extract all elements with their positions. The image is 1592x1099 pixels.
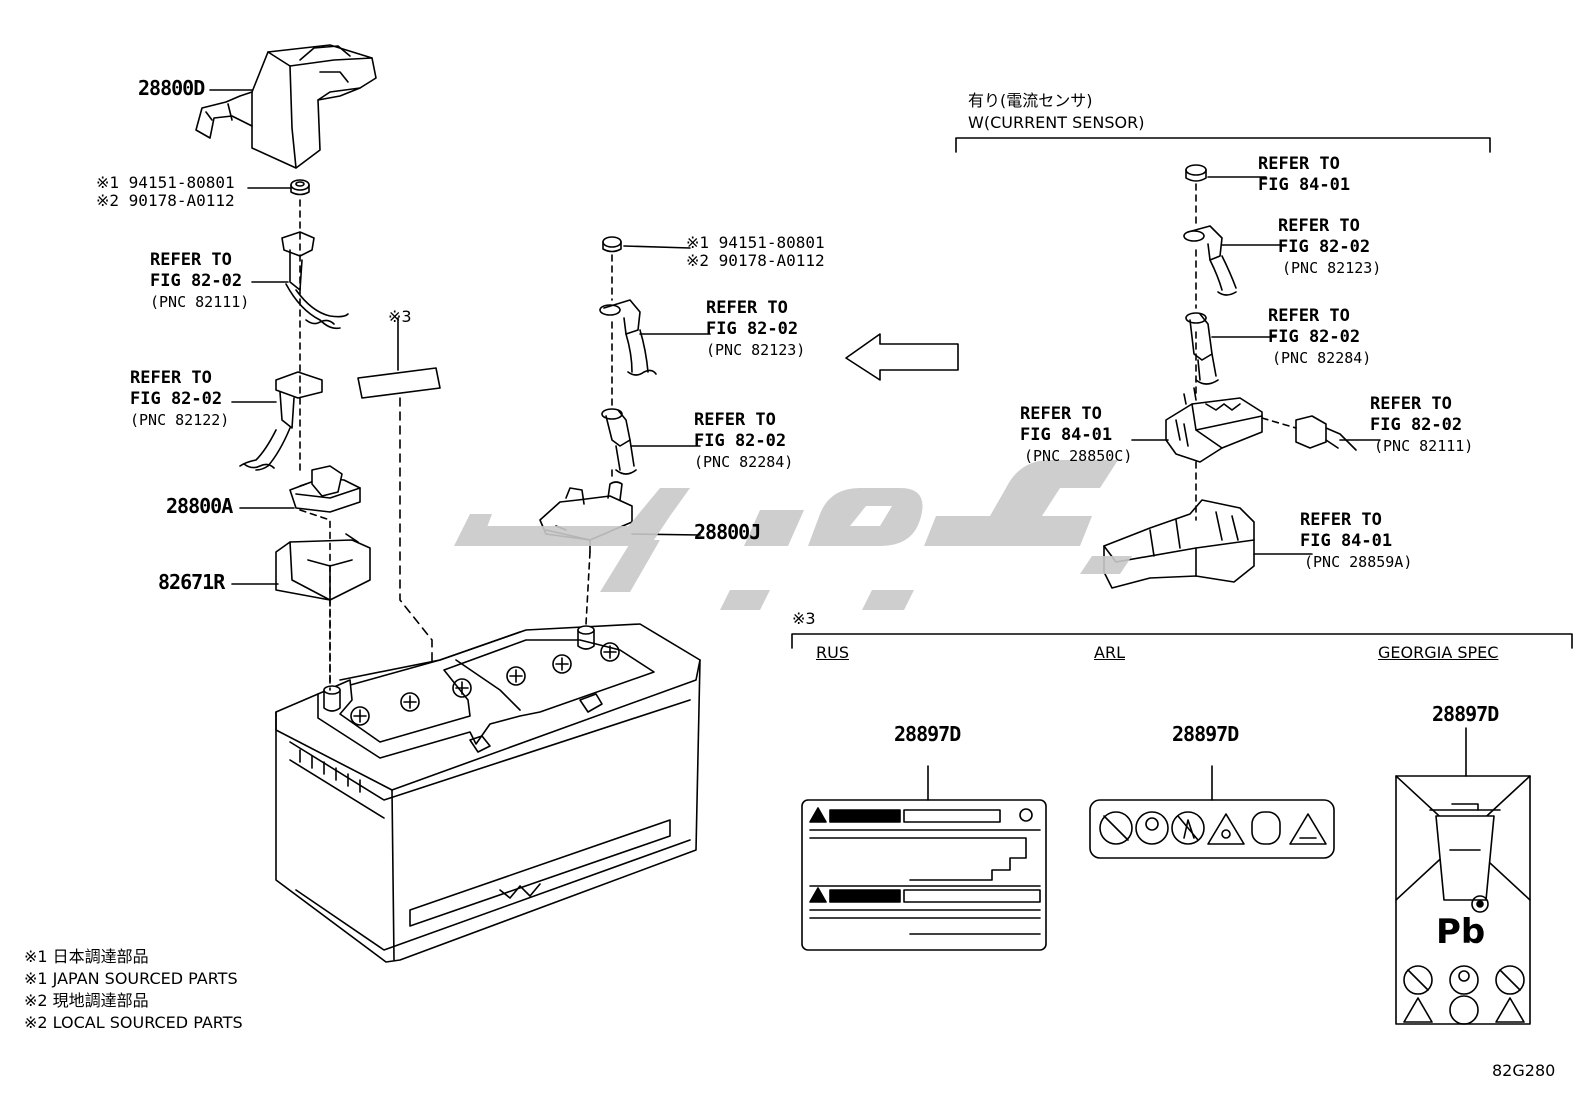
note-1-en: ※1 JAPAN SOURCED PARTS xyxy=(24,969,238,988)
nut-left-part2: ※2 90178-A0112 xyxy=(96,191,235,210)
pb-symbol: Pb xyxy=(1436,912,1486,952)
sensor-header-jp: 有り(電流センサ) xyxy=(968,91,1093,110)
nut-mid-part2: ※2 90178-A0112 xyxy=(686,251,825,270)
terminal-cover-28800D xyxy=(195,44,377,169)
watermark-logo xyxy=(454,460,1132,610)
nut-middle xyxy=(602,236,622,253)
part-28897D-arl: 28897D xyxy=(1172,722,1239,746)
note-2-en: ※2 LOCAL SOURCED PARTS xyxy=(24,1013,243,1032)
ref-right-82123-l2: FIG 82-02 xyxy=(1278,237,1371,257)
ref-right-82123-l3: (PNC 82123) xyxy=(1282,259,1382,277)
cover-82671R xyxy=(275,533,371,601)
ref-left-82111-l2: FIG 82-02 xyxy=(150,271,243,291)
ref-left-82122-l3: (PNC 82122) xyxy=(130,411,230,429)
ref-mid-82123-l1: REFER TO xyxy=(706,298,788,318)
part-28800J: 28800J xyxy=(694,520,761,544)
diagram-id: 82G280 xyxy=(1492,1061,1556,1080)
terminal-28800A xyxy=(289,465,361,513)
ref-right-84-l1: REFER TO xyxy=(1258,154,1340,174)
nut-mid-part1: ※1 94151-80801 xyxy=(686,233,825,252)
note-2-jp: ※2 現地調達部品 xyxy=(24,991,149,1010)
part-28897D-rus: 28897D xyxy=(894,722,961,746)
sensor-header-en: W(CURRENT SENSOR) xyxy=(968,113,1145,132)
ref-right-82284-l2: FIG 82-02 xyxy=(1268,327,1361,347)
part-28897D-georgia: 28897D xyxy=(1432,702,1499,726)
ref-right-82111-l1: REFER TO xyxy=(1370,394,1452,414)
terminal-clamp-right-82123 xyxy=(1183,225,1237,296)
ref-mid-82284-l2: FIG 82-02 xyxy=(694,431,787,451)
ref-mid-82123-l2: FIG 82-02 xyxy=(706,319,799,339)
current-sensor-28850C xyxy=(1165,387,1263,463)
ref-right-28850C-l3: (PNC 28850C) xyxy=(1024,447,1133,465)
ref-left-82122-l1: REFER TO xyxy=(130,368,212,388)
nut-right xyxy=(1185,164,1207,182)
ref-right-28859A-l2: FIG 84-01 xyxy=(1300,531,1393,551)
spec-label-rus: RUS xyxy=(816,643,849,662)
nut-left xyxy=(290,179,310,196)
ref-right-82284-l1: REFER TO xyxy=(1268,306,1350,326)
ref-mid-82284-l1: REFER TO xyxy=(694,410,776,430)
terminal-clamp-left xyxy=(281,231,349,330)
direction-arrow xyxy=(845,333,959,381)
nut-left-part1: ※1 94151-80801 xyxy=(96,173,235,192)
battery xyxy=(275,623,701,963)
ref-mid-82284-l3: (PNC 82284) xyxy=(694,453,794,471)
terminal-clamp-middle-82123 xyxy=(599,299,657,376)
part-82671R: 82671R xyxy=(158,570,225,594)
ref-left-82122-l2: FIG 82-02 xyxy=(130,389,223,409)
ref-mid-82123-l3: (PNC 82123) xyxy=(706,341,806,359)
terminal-clamp-82122 xyxy=(239,371,323,471)
connector-right-82111 xyxy=(1295,415,1357,451)
spec-label-arl: ARL xyxy=(1094,643,1125,662)
mark-3-left: ※3 xyxy=(388,307,412,326)
ref-right-82111-l3: (PNC 82111) xyxy=(1374,437,1474,455)
ref-right-28859A-l1: REFER TO xyxy=(1300,510,1382,530)
ref-left-82111-l1: REFER TO xyxy=(150,250,232,270)
mark-3-right: ※3 xyxy=(792,609,816,628)
terminal-clamp-right-82284 xyxy=(1185,312,1219,385)
part-28800A: 28800A xyxy=(166,494,233,518)
ref-right-82111-l2: FIG 82-02 xyxy=(1370,415,1463,435)
label-sticker-rus xyxy=(801,799,1047,951)
note-1-jp: ※1 日本調達部品 xyxy=(24,947,149,966)
spec-label-georgia: GEORGIA SPEC xyxy=(1378,643,1499,662)
ref-right-28850C-l2: FIG 84-01 xyxy=(1020,425,1113,445)
ref-right-84-l2: FIG 84-01 xyxy=(1258,175,1351,195)
part-28800D: 28800D xyxy=(138,76,205,100)
sensor-bracket-28859A xyxy=(1103,499,1255,589)
ref-right-82284-l3: (PNC 82284) xyxy=(1272,349,1372,367)
terminal-clamp-middle-82284 xyxy=(601,408,637,475)
warning-sticker-3 xyxy=(357,317,441,721)
ref-right-82123-l1: REFER TO xyxy=(1278,216,1360,236)
label-sticker-arl xyxy=(1089,799,1335,859)
ref-right-28859A-l3: (PNC 28859A) xyxy=(1304,553,1413,571)
ref-right-28850C-l1: REFER TO xyxy=(1020,404,1102,424)
label-sticker-georgia xyxy=(1395,775,1531,1025)
ref-left-82111-l3: (PNC 82111) xyxy=(150,293,250,311)
